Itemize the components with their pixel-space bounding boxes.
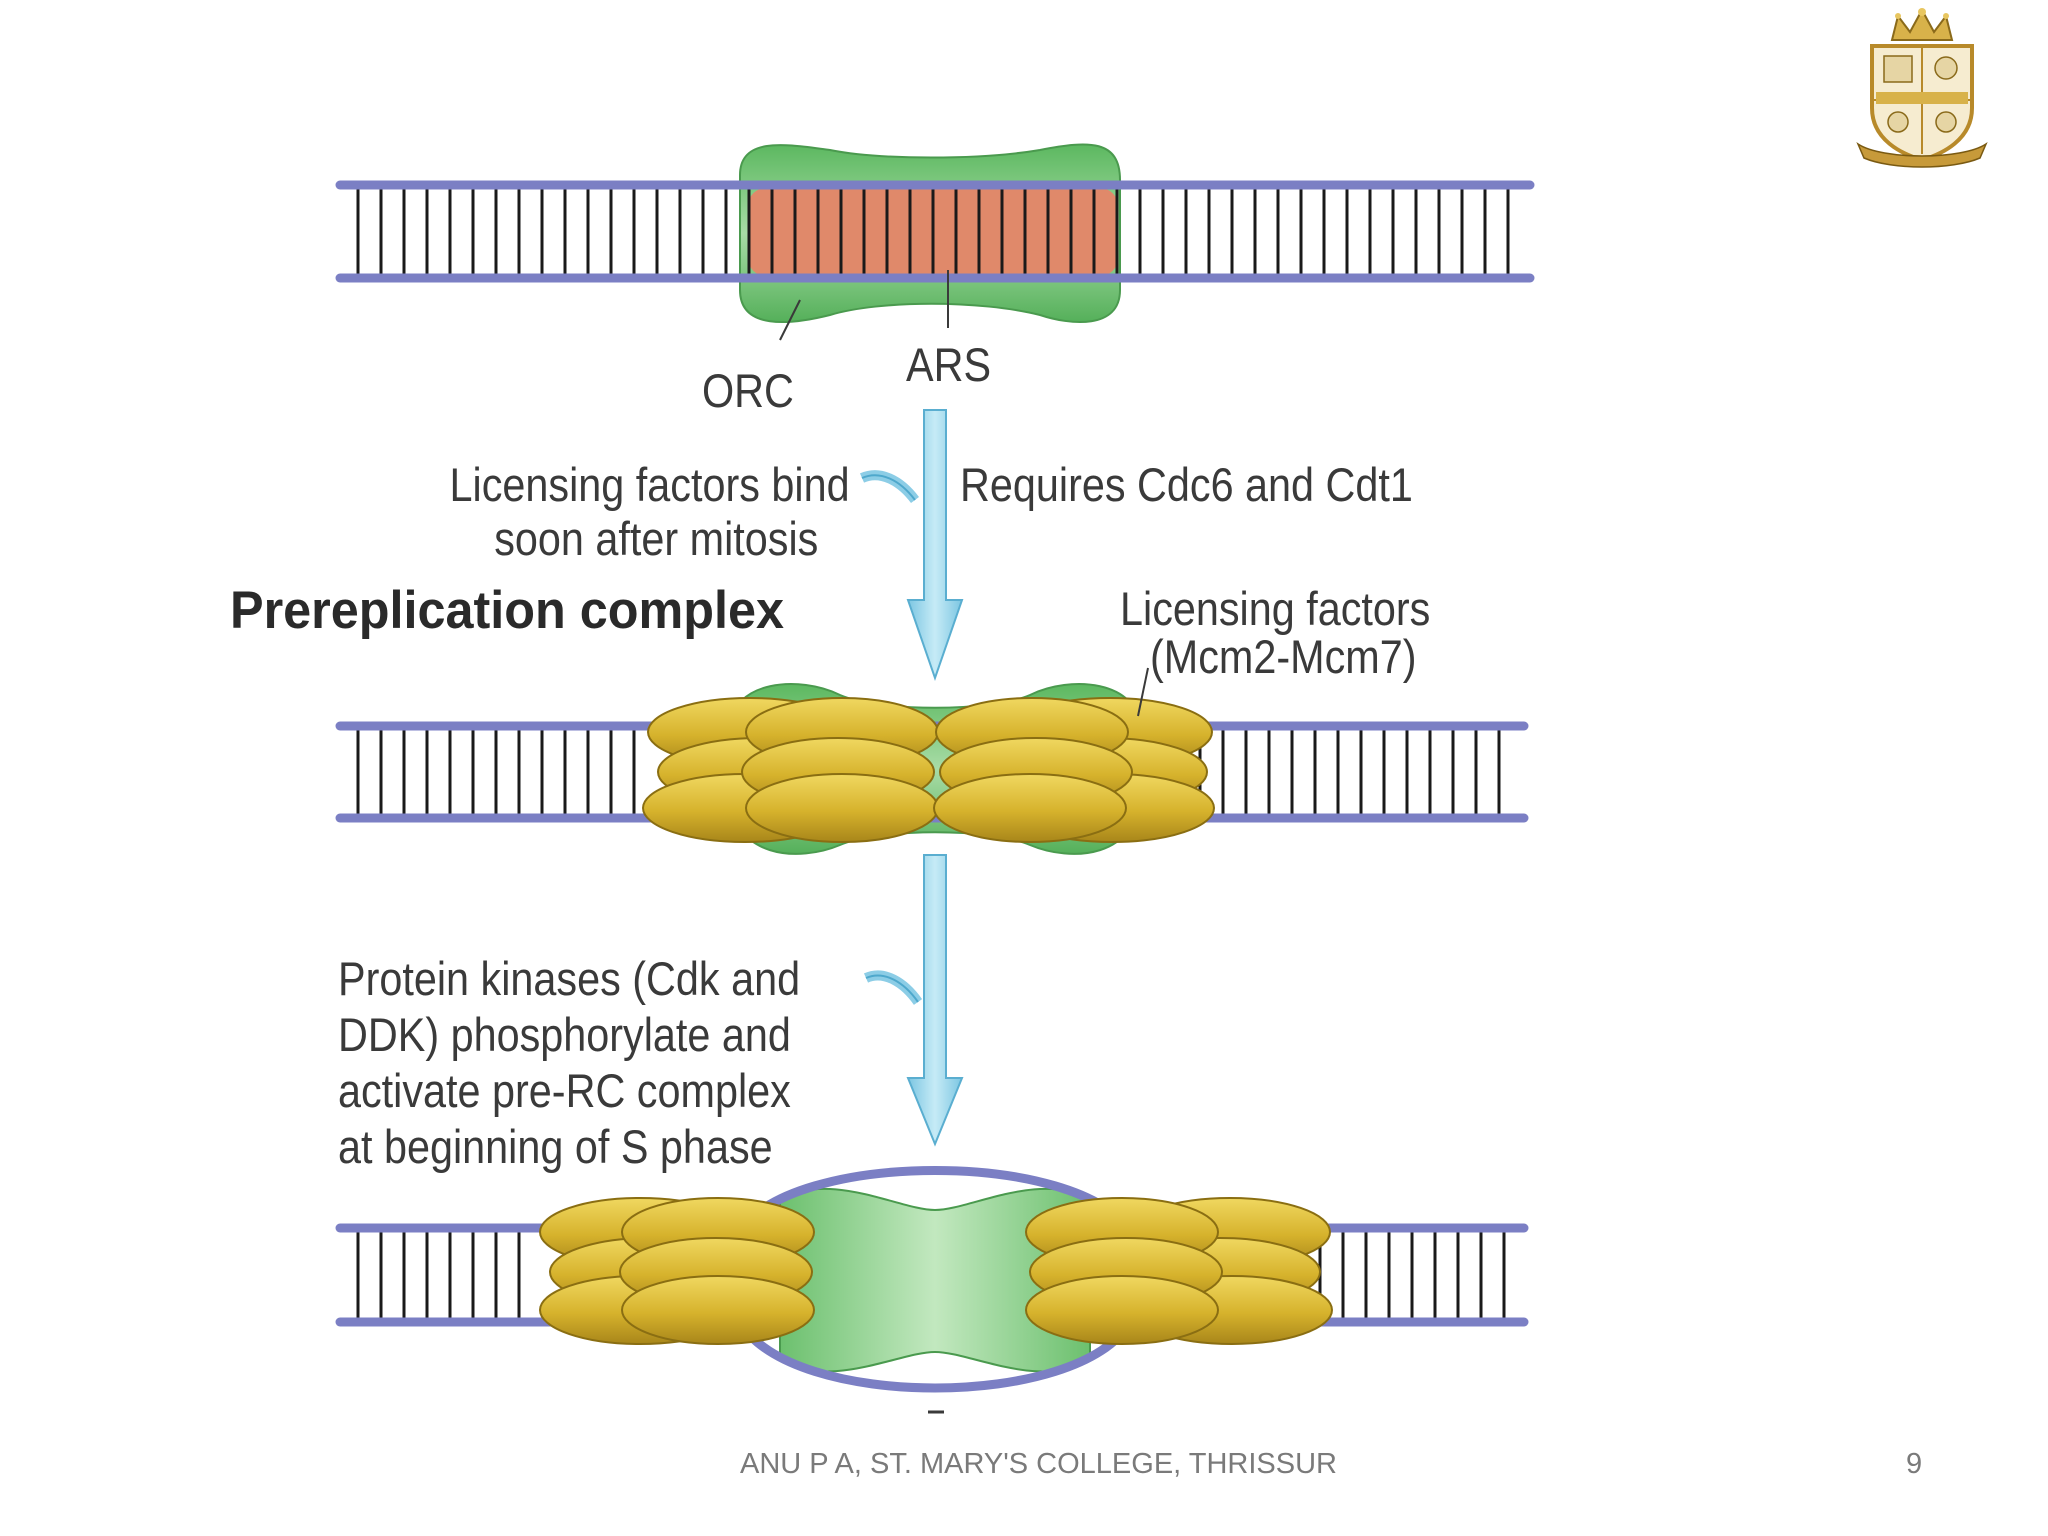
- kinases-line1: Protein kinases (Cdk and: [338, 952, 801, 1005]
- crest-icon: [1856, 7, 1988, 168]
- licensing-factors-line1: Licensing factors: [1120, 582, 1431, 635]
- kinases-line2: DDK) phosphorylate and: [338, 1008, 791, 1061]
- mcm-helicase-left: [642, 697, 939, 843]
- requires-label: Requires Cdc6 and Cdt1: [960, 458, 1413, 511]
- mcm-helicase-right-active: [1025, 1197, 1333, 1345]
- ars-label: ARS: [906, 338, 992, 391]
- licensing-bind-line2: soon after mitosis: [493, 512, 818, 565]
- arrow-2: [863, 854, 964, 1147]
- page-number: 9: [1906, 1448, 1923, 1480]
- dna-row-2: [335, 667, 1529, 855]
- mcm-helicase-left-active: [539, 1197, 815, 1345]
- prereplication-heading: Prereplication complex: [230, 581, 785, 640]
- college-crest-logo: [1852, 4, 1992, 170]
- dna-row-1: [335, 143, 1535, 341]
- licensing-bind-line1: Licensing factors bind: [449, 458, 850, 511]
- mcm-helicase-right: [933, 697, 1215, 843]
- footer-text: ANU P A, ST. MARY'S COLLEGE, THRISSUR: [740, 1448, 1337, 1480]
- arrow-1: [859, 409, 964, 682]
- orc-label: ORC: [702, 364, 794, 417]
- kinases-line4: at beginning of S phase: [338, 1120, 773, 1173]
- dna-row-3: [335, 1166, 1529, 1414]
- kinases-line3: activate pre-RC complex: [338, 1064, 791, 1117]
- licensing-factors-line2: (Mcm2-Mcm7): [1150, 630, 1417, 683]
